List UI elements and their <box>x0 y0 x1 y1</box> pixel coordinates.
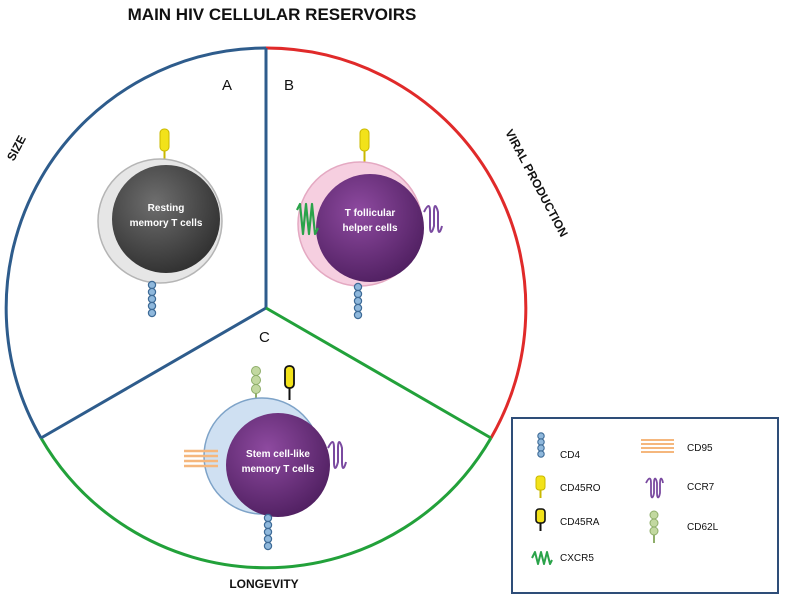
legend-label: CCR7 <box>687 482 715 493</box>
cd95-icon <box>641 439 674 453</box>
legend-item-cd95: CD95 <box>641 439 713 454</box>
divider-a-c <box>40 306 267 440</box>
legend-label: CD62L <box>687 522 719 533</box>
cd45ro-icon <box>535 475 546 491</box>
legend-label: CXCR5 <box>560 553 594 564</box>
cell-label-line1: Stem cell-like <box>246 449 310 460</box>
legend-label: CD45RA <box>560 517 600 528</box>
cd62l-icon <box>649 510 659 543</box>
cd4-receptor <box>263 513 273 551</box>
cell-label-line2: helper cells <box>342 223 397 234</box>
cd45ra-receptor <box>284 365 295 389</box>
cell-t-follicular-helper: T follicular helper cells <box>296 128 443 320</box>
cd45ra-icon <box>535 508 546 524</box>
cell-label-line1: Resting <box>148 203 185 214</box>
cd4-receptor <box>147 280 157 318</box>
cd62l-receptor <box>251 366 261 402</box>
legend-item-ccr7: CCR7 <box>645 477 715 499</box>
axis-label-longevity: LONGEVITY <box>229 577 298 591</box>
cd4-receptor <box>353 282 363 320</box>
arc-longevity <box>39 437 493 570</box>
cell-nucleus <box>112 165 220 273</box>
diagram-title: MAIN HIV CELLULAR RESERVOIRS <box>128 5 417 24</box>
cell-label-line2: memory T cells <box>130 218 203 229</box>
legend-item-cd4: CD4 <box>537 432 580 461</box>
legend-item-cxcr5: CXCR5 <box>531 551 594 565</box>
cd45ro-receptor <box>159 128 170 152</box>
ccr7-icon <box>645 477 664 499</box>
divider-b-c <box>265 306 492 440</box>
cell-nucleus <box>316 174 424 282</box>
legend-label: CD95 <box>687 443 713 454</box>
sector-label-b: B <box>284 77 294 94</box>
cd95-receptor <box>184 449 218 468</box>
legend-label: CD45RO <box>560 483 601 494</box>
arc-size <box>4 46 267 439</box>
cxcr5-receptor <box>296 202 319 236</box>
legend-label: CD4 <box>560 450 580 461</box>
cxcr5-icon <box>531 551 553 565</box>
cell-label-line2: memory T cells <box>242 464 315 475</box>
legend-item-cd45ra: CD45RA <box>535 508 600 531</box>
cell-nucleus <box>226 413 330 517</box>
ccr7-receptor <box>327 441 347 469</box>
cell-label-line1: T follicular <box>345 208 396 219</box>
sector-label-a: A <box>222 77 232 94</box>
cell-resting-memory: Resting memory T cells <box>97 128 223 318</box>
legend: CD4 CD45RO CD45RA CXCR5 CD9 <box>511 417 779 594</box>
cd4-icon <box>537 432 545 458</box>
arc-viral-production <box>265 46 528 439</box>
legend-item-cd45ro: CD45RO <box>535 475 601 498</box>
legend-item-cd62l: CD62L <box>649 510 719 543</box>
ccr7-receptor <box>423 205 443 233</box>
cell-stem-cell-like-memory: Stem cell-like memory T cells <box>184 365 347 551</box>
axis-label-size: SIZE <box>4 133 29 163</box>
cd45ro-receptor <box>359 128 370 152</box>
sector-label-c: C <box>259 329 270 346</box>
